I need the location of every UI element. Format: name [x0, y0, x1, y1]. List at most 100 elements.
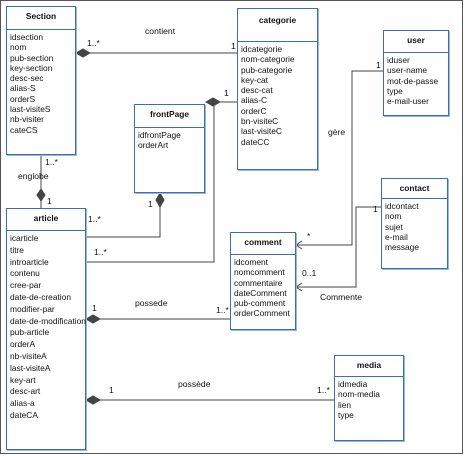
attribute: user-name — [387, 65, 428, 76]
attribute: idfrontPage — [138, 130, 181, 140]
attribute: desc-art — [10, 386, 41, 397]
attribute: desc-sec — [10, 73, 44, 84]
mult-contient-section: 1..* — [87, 38, 100, 48]
attribute: dateComment — [234, 287, 287, 298]
attribute: dateCA — [10, 409, 38, 420]
mult-englobe-article: 1 — [47, 196, 52, 206]
attribute: idsection — [10, 32, 44, 42]
mult-gere-comment: * — [307, 231, 311, 241]
attribute: nom-categorie — [241, 54, 295, 65]
attribute: last-visiteS — [10, 104, 51, 115]
attribute: alias-S — [10, 83, 36, 94]
class-contact-attributes: idcontact nom sujet e-mail message — [382, 199, 447, 252]
attribute: idcoment — [234, 257, 268, 267]
class-section-name: Section — [7, 7, 75, 30]
attribute: titre — [10, 244, 24, 255]
mult-frontpage-frontpage: 1 — [148, 199, 153, 209]
mult-article-categorie-categorie: 1 — [224, 88, 229, 98]
class-contact: contact idcontact nom sujet e-mail messa… — [381, 178, 448, 269]
class-user-name: user — [384, 31, 448, 53]
attribute: idmedia — [338, 379, 368, 389]
attribute: alias-a — [10, 398, 35, 409]
label-englobe: englobe — [18, 171, 49, 181]
attribute: orderC — [241, 105, 267, 116]
mult-frontpage-article: 1..* — [88, 214, 101, 224]
attribute: sujet — [385, 221, 403, 232]
attribute: pub-categorie — [241, 64, 293, 75]
mult-possede-media-article: 1 — [109, 385, 114, 395]
attribute: type — [338, 409, 354, 420]
attribute: last-visiteA — [10, 362, 51, 373]
label-possede-comment: possede — [135, 298, 168, 308]
class-user: user iduser user-name mot-de-passe type … — [383, 30, 449, 116]
class-article: article icarticle titre introarticle con… — [6, 208, 86, 450]
attribute: mot-de-passe — [387, 75, 439, 86]
mult-commente-comment: 0..1 — [302, 268, 317, 278]
attribute: nb-visiter — [10, 114, 44, 125]
attribute: type — [387, 85, 403, 96]
label-commente: Commente — [320, 292, 363, 302]
attribute: key-art — [10, 374, 36, 385]
mult-gere-user: 1 — [376, 60, 381, 70]
attribute: desc-cat — [241, 85, 273, 96]
attribute: e-mail-user — [387, 96, 429, 107]
label-contient: contient — [145, 26, 176, 36]
attribute: nom — [10, 42, 27, 53]
attribute: orderArt — [138, 140, 169, 151]
attribute: cree-par — [10, 280, 42, 291]
attribute: bn-visiteC — [241, 116, 279, 127]
class-media-name: media — [335, 356, 403, 377]
class-article-attributes: icarticle titre introarticle contenu cre… — [7, 231, 86, 422]
class-media-attributes: idmedia nom-media lien type — [335, 377, 403, 420]
attribute: dateCC — [241, 136, 270, 147]
mult-commente-contact: 1 — [373, 204, 378, 214]
attribute: pub-section — [10, 52, 54, 63]
class-frontpage-name: frontPage — [135, 105, 204, 128]
class-comment: comment idcoment nomcomment commentaire … — [230, 232, 296, 330]
class-categorie: categorie idcategorie nom-categorie pub-… — [237, 8, 318, 170]
attribute: icarticle — [10, 233, 39, 243]
attribute: orderA — [10, 339, 36, 350]
attribute: idcontact — [385, 201, 419, 211]
attribute: last-visiteC — [241, 126, 282, 137]
class-frontpage-attributes: idfrontPage orderArt — [135, 128, 204, 151]
attribute: cateCS — [10, 124, 38, 135]
label-gere: gère — [328, 127, 346, 137]
attribute: date-de-creation — [10, 291, 71, 302]
attribute: nom-media — [338, 389, 380, 400]
class-frontpage: frontPage idfrontPage orderArt — [134, 104, 205, 193]
attribute: idcategorie — [241, 44, 282, 54]
attribute: e-mail — [385, 231, 408, 242]
class-comment-name: comment — [231, 233, 295, 255]
label-possede-media: possède — [178, 379, 211, 389]
class-contact-name: contact — [382, 179, 447, 199]
class-categorie-attributes: idcategorie nom-categorie pub-categorie … — [238, 42, 317, 147]
mult-possede-media-media: 1..* — [317, 385, 330, 395]
attribute: key-cat — [241, 74, 268, 85]
attribute: message — [385, 242, 419, 253]
attribute: pub-article — [10, 327, 50, 338]
attribute: orderComment — [234, 308, 290, 319]
class-media: media idmedia nom-media lien type — [334, 355, 404, 441]
attribute: alias-C — [241, 95, 268, 106]
mult-possede-comment-comment: 1..* — [216, 305, 229, 315]
attribute: date-de-modification — [10, 315, 86, 326]
attribute: introarticle — [10, 256, 49, 267]
attribute: key-section — [10, 62, 53, 73]
class-section-attributes: idsection nom pub-section key-section de… — [7, 30, 75, 135]
attribute: modifier-par — [10, 303, 55, 314]
attribute: pub-comment — [234, 298, 286, 309]
attribute: commentaire — [234, 277, 283, 288]
class-comment-attributes: idcoment nomcomment commentaire dateComm… — [231, 255, 295, 319]
class-section: Section idsection nom pub-section key-se… — [6, 6, 76, 155]
attribute: lien — [338, 399, 352, 410]
attribute: nom — [385, 211, 402, 222]
mult-contient-categorie: 1 — [231, 41, 236, 51]
mult-article-categorie-article: 1..* — [94, 247, 107, 257]
class-categorie-name: categorie — [238, 9, 317, 42]
mult-englobe-section: 1..* — [45, 157, 58, 167]
class-user-attributes: iduser user-name mot-de-passe type e-mai… — [384, 53, 448, 106]
mult-possede-comment-article: 1 — [92, 303, 97, 313]
attribute: nomcomment — [234, 267, 285, 278]
attribute: nb-visiteA — [10, 350, 47, 361]
